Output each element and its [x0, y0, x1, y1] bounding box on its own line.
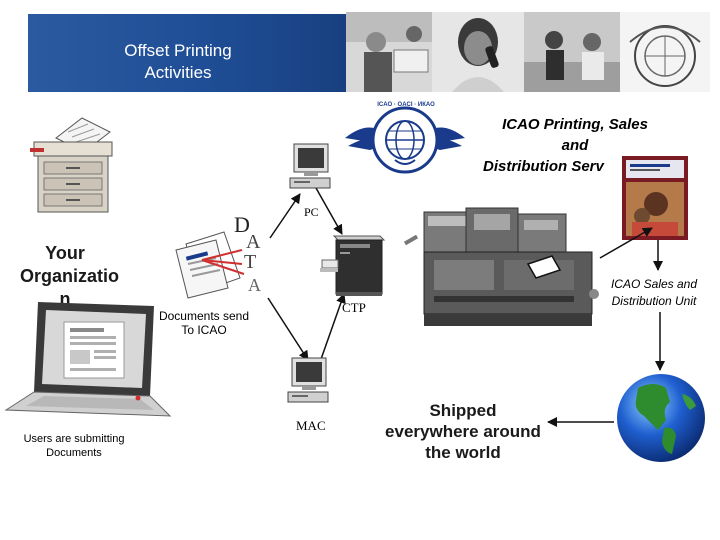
banner-title: Offset Printing Activities — [124, 41, 232, 82]
photo-people-working — [524, 12, 620, 92]
your-organization-label: Your Organizatio n — [20, 243, 120, 309]
header-banner — [28, 14, 346, 92]
documents-icon — [172, 230, 246, 300]
photo-woman-on-phone — [432, 12, 524, 92]
sales-unit-label: ICAO Sales and Distribution Unit — [610, 277, 698, 308]
copier-icon — [24, 108, 124, 216]
icao-logo-text: ICAO · OACI · ИКАО — [377, 102, 435, 108]
ctp-machine-icon — [318, 234, 388, 298]
book-cover-icon — [622, 156, 688, 240]
laptop-icon — [4, 300, 172, 420]
mac-label: MAC — [296, 418, 326, 433]
photo-icao-emblem — [620, 12, 710, 92]
printing-press-icon — [404, 204, 604, 334]
connector-mac-to-ctp — [319, 293, 346, 363]
mac-icon — [284, 356, 332, 408]
documents-send-caption: Documents send To ICAO — [158, 309, 250, 337]
connector-doc-to-pc — [269, 193, 301, 239]
globe-icon — [614, 372, 708, 464]
connector-pc-to-ctp — [315, 187, 343, 235]
icao-printing-title: ICAO Printing, Sales and Distribution Se… — [483, 116, 648, 175]
users-caption: Users are submitting Documents — [23, 433, 125, 459]
data-letter-t: T — [244, 251, 257, 273]
data-letter-a2: A — [248, 275, 261, 295]
shipped-label: Shipped everywhere around the world — [385, 401, 541, 462]
pc-icon — [286, 142, 334, 192]
ctp-label: CTP — [342, 300, 366, 315]
data-letter-d: D — [234, 212, 250, 237]
pc-label: PC — [304, 205, 319, 219]
connector-doc-to-mac — [267, 297, 309, 361]
data-letter-a1: A — [246, 231, 261, 253]
photo-office-worker — [346, 12, 432, 92]
icao-logo-icon: ICAO · OACI · ИКАО — [340, 98, 470, 180]
connector-press-to-book — [599, 227, 653, 259]
